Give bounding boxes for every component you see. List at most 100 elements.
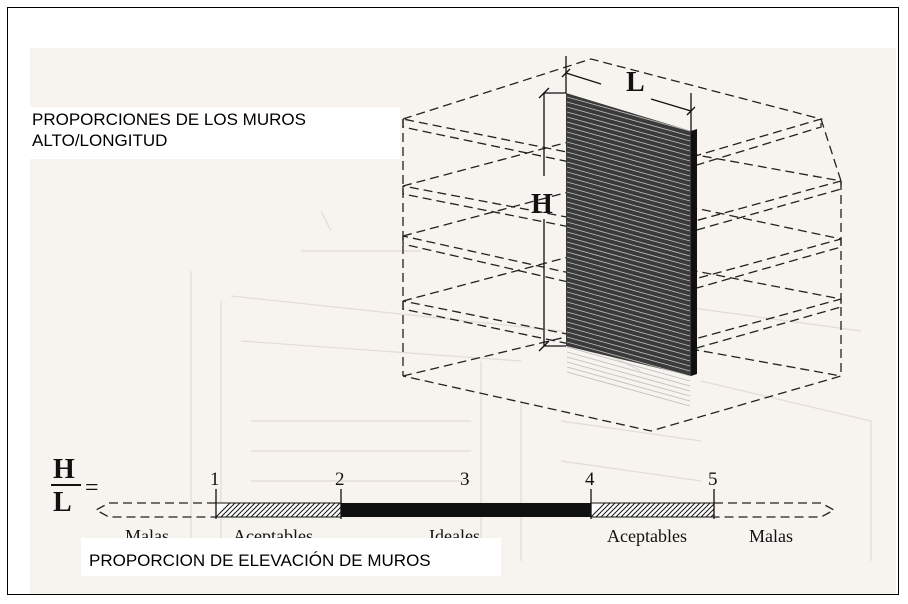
scale-dashed-outline [94,502,836,518]
scale-hatch-line [705,508,715,518]
scale-hatch-line [605,502,621,518]
tick-5: 5 [708,469,718,490]
scale-hatch-line [230,502,246,518]
scale-hatch-line [680,502,696,518]
wall-hatch-line [566,166,691,202]
ideal-zone [341,503,591,517]
scale-hatch-line [700,503,715,518]
ratio-equals: = [85,475,99,501]
title-line-2: ALTO/LONGITUD [32,131,168,150]
tick-3: 3 [460,469,470,490]
ratio-scale: 1 2 3 4 5 Malas Aceptables Ideales Acept… [94,469,836,546]
scale-hatch-line [335,511,342,518]
wall-proportion-diagram: L H H L = [51,56,872,561]
wall-hatch-line [566,236,691,272]
wall-hatch-line [566,126,691,162]
figure-frame: L H H L = [7,7,899,595]
height-label: H [531,189,553,220]
scale-hatch-line [215,502,231,518]
wall-hatch-line [566,331,691,367]
scale-hatch-line [610,502,626,518]
scale-hatch-line [295,502,311,518]
wall-hatch-line [566,156,691,192]
wall-hatch-line [566,296,691,332]
scale-hatch-line [685,502,701,518]
scale-hatch-line [250,502,266,518]
scale-hatch-line [600,502,616,518]
wall-hatch-line [566,241,691,277]
wall-hatch-line [566,251,691,287]
wall-hatch-line [566,301,691,337]
wall-hatch-line [566,276,691,312]
wall-hatch-line [566,121,691,157]
wall-hatch-line [566,281,691,317]
tick-1: 1 [210,469,220,490]
wall-hatch-line [566,161,691,197]
scale-hatch-line [260,502,276,518]
ratio-numerator: H [53,454,75,485]
wall-hatch-line [566,136,691,172]
wall-hatch-line [566,326,691,362]
length-label: L [626,67,645,98]
scale-hatch-line [320,502,336,518]
wall-hatch-line [566,181,691,217]
scale-hatch-line [325,502,341,518]
scale-hatch-line [630,502,646,518]
scale-hatch-line [275,502,291,518]
scale-hatch-line [255,502,271,518]
wall-hatch-line [566,341,691,377]
scale-hatch-line [245,502,261,518]
wall-hatch-line [566,216,691,252]
wall-hatch-line [566,311,691,347]
scale-hatch-line [615,502,631,518]
wall-hatch-line [566,146,691,182]
wall-panel [566,93,697,407]
wall-hatch-line [566,131,691,167]
wall-hatch-line [566,316,691,352]
scale-hatch-line [635,502,651,518]
scale-hatch-line [590,502,606,518]
scale-hatch-line [315,502,331,518]
wall-hatch-line [566,111,691,147]
scale-hatch-line [645,502,661,518]
wall-hatch-line [566,271,691,307]
ratio-fraction: H L = [51,454,99,518]
wall-hatch-line [566,246,691,282]
wall-hatch-line [566,361,691,397]
scale-hatch-line [280,502,296,518]
wall-hatch-line [566,336,691,372]
scale-hatch-line [670,502,686,518]
wall-hatch-line [566,196,691,232]
scale-hatch-line [640,502,656,518]
scale-hatch-line [310,502,326,518]
wall-hatch-line [566,201,691,237]
diagram-caption: PROPORCION DE ELEVACIÓN DE MUROS [81,538,501,576]
scale-hatch-line [270,502,286,518]
wall-hatch-line [566,221,691,257]
scale-hatch-line [290,502,306,518]
title-line-1: PROPORCIONES DE LOS MUROS [32,110,306,129]
scale-hatch-line [695,502,711,518]
zone-label-aceptables-right: Aceptables [607,526,687,546]
scale-hatch-line [300,502,316,518]
scale-ticks [215,489,715,519]
scale-hatch-line [665,502,681,518]
wall-hatch-line [566,101,691,137]
scale-hatch-line [305,502,321,518]
scale-hatch-line [675,502,691,518]
wall-hatch-line [566,231,691,267]
wall-hatch-line [566,286,691,322]
wall-hatch-line [566,226,691,262]
wall-hatch-line [566,116,691,152]
scale-hatch-line [220,502,236,518]
scale-hatch-line [650,502,666,518]
wall-hatch-line [566,351,691,387]
scale-hatch-line [265,502,281,518]
wall-hatch-line [566,171,691,207]
tick-2: 2 [335,469,345,490]
wall-hatch-line [566,176,691,212]
scale-hatch-line [285,502,301,518]
wall-hatch-line [566,141,691,177]
wall-hatch-line [566,206,691,242]
scale-hatch-line [655,502,671,518]
